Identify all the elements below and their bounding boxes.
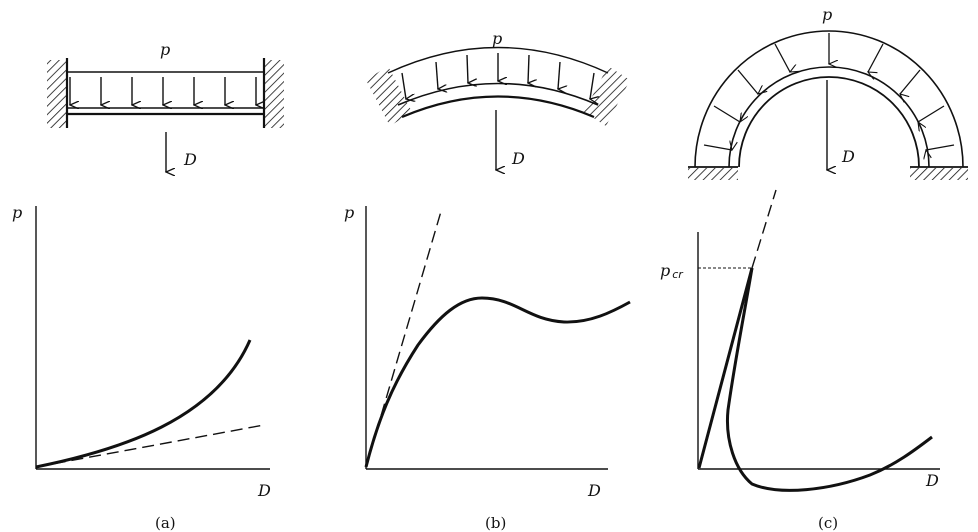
deflection-label: D <box>511 149 525 168</box>
load-arrows <box>70 77 256 105</box>
caption: (c) <box>818 514 838 532</box>
load-boundary-arc <box>694 30 964 168</box>
load-label: p <box>492 29 502 48</box>
y-axis-label: p <box>344 203 354 222</box>
left-support <box>366 66 412 126</box>
load-arrows <box>401 53 594 99</box>
deflection-label: D <box>841 147 855 166</box>
deep-arch-sketch: p D <box>688 5 968 180</box>
right-support <box>584 66 630 126</box>
x-axis-label: D <box>257 481 271 500</box>
panel-b: p D p D (b) <box>344 29 631 532</box>
nonlinear-curve <box>35 339 252 469</box>
arch-bottom <box>401 95 595 119</box>
caption: (b) <box>485 514 506 532</box>
x-axis-label: D <box>925 471 939 490</box>
linear-dashed-line <box>365 207 443 468</box>
left-ground <box>688 168 738 180</box>
nonlinear-curve <box>364 296 631 468</box>
postbuckling-curve <box>725 267 933 492</box>
left-support-wall <box>47 60 67 128</box>
linear-dashed-line <box>751 189 777 269</box>
load-boundary-arc <box>387 46 609 74</box>
right-support-wall <box>264 60 284 128</box>
flat-beam-sketch: p D <box>47 40 284 172</box>
fundamental-path <box>697 267 754 469</box>
linear-dashed-line <box>35 424 265 468</box>
arch-top <box>397 82 599 106</box>
graph-b: p D (b) <box>344 203 631 532</box>
arch-outer <box>728 66 930 168</box>
x-axis-label: D <box>587 481 601 500</box>
deflection-label: D <box>183 150 197 169</box>
arch-inner <box>738 76 920 168</box>
load-label: p <box>160 40 170 59</box>
critical-label-main: p <box>660 261 670 280</box>
caption: (a) <box>155 514 176 532</box>
y-axis-label: p <box>12 203 22 222</box>
panel-a: p D p D (a) <box>12 40 284 532</box>
right-ground <box>910 168 968 180</box>
shallow-arch-sketch: p D <box>366 29 630 170</box>
graph-a: p D (a) <box>12 203 271 532</box>
load-label: p <box>822 5 832 24</box>
critical-label-subscript: cr <box>672 268 684 281</box>
load-arrows <box>703 33 955 150</box>
